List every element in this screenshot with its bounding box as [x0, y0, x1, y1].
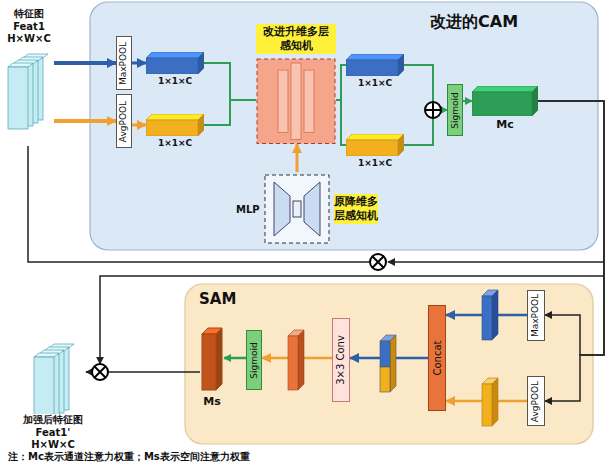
cam-panel: 改进的CAM MaxPOOL AvgPOOL 1×1×C 1×1×C 改进升维多层感知机 M…: [90, 2, 598, 250]
connector: [404, 110, 447, 145]
connector: [132, 62, 146, 65]
connector: [336, 100, 346, 145]
conv-slab: [288, 330, 304, 390]
connector: [538, 101, 604, 355]
channel-vector: 1×1×C: [146, 114, 204, 154]
mlp-drawing: [264, 174, 330, 244]
connector: [404, 65, 447, 110]
connector: [296, 144, 299, 172]
conv-box: 3×3 Conv: [332, 318, 350, 402]
dimension-label: 1×1×C: [346, 158, 404, 168]
block-drawing: [146, 114, 204, 136]
mlp-drawing: [256, 58, 336, 145]
weight-label: Ms: [200, 395, 224, 408]
output-feature-map: 加强后特征图 Feat1' H×W×C: [20, 342, 86, 450]
pool-box: AvgPOOL: [116, 94, 132, 148]
channel-weight: Mc: [472, 86, 538, 132]
channel-vector: 1×1×C: [346, 54, 404, 94]
connector: [336, 65, 346, 100]
panel-title: 改进的CAM: [430, 12, 518, 33]
sigmoid-box: Sigmoid: [447, 84, 463, 136]
concat-box: Concat: [428, 305, 446, 411]
box-label: Sigmoid: [250, 342, 259, 378]
panel-ground: [185, 284, 593, 444]
dimension-label: Mc: [472, 118, 538, 131]
weight-wire: [388, 261, 604, 263]
sigmoid-box: Sigmoid: [246, 330, 262, 390]
multiply-symbol: [370, 254, 386, 270]
panel-ground: [90, 2, 598, 250]
slab-drawing: [200, 326, 224, 392]
box-label: MaxPOOL: [120, 41, 129, 84]
block-drawing: [472, 86, 538, 116]
feature-wire: [28, 146, 370, 262]
connector: [463, 100, 472, 102]
connector: [538, 101, 604, 401]
connector: [224, 357, 246, 360]
connector: [54, 119, 116, 123]
box-label: AvgPOOL: [532, 380, 541, 421]
pool-box: AvgPOOL: [527, 376, 545, 426]
channel-vector: 1×1×C: [346, 134, 404, 174]
pool-box: MaxPOOL: [527, 290, 545, 341]
concat-slab: [380, 335, 396, 392]
refined-wire: [100, 276, 604, 364]
note-text: 注：Mc表示通道注意力权重；Ms表示空间注意力权重: [8, 450, 250, 464]
channel-vector: 1×1×C: [146, 52, 204, 92]
dimension-label: 1×1×C: [146, 138, 204, 148]
multiply-symbol: [92, 364, 108, 380]
feature-map-label: 加强后特征图 Feat1' H×W×C: [20, 414, 86, 452]
connector: [204, 63, 256, 100]
box-label: Concat: [432, 341, 442, 376]
connector: [132, 124, 146, 127]
box-label: 3×3 Conv: [336, 335, 346, 385]
original-mlp: MLP 原降维多层感知机: [236, 172, 382, 246]
box-label: MaxPOOL: [532, 294, 541, 337]
pool-box: MaxPOOL: [116, 36, 132, 90]
callout-label: 原降维多层感知机: [334, 194, 378, 224]
dimension-label: 1×1×C: [146, 76, 204, 86]
feature-map-label: 特征图 Feat1 H×W×C: [4, 8, 54, 46]
block-drawing: [346, 134, 404, 156]
spatial-weight: Ms: [200, 326, 224, 414]
box-label: AvgPOOL: [120, 100, 129, 141]
improved-mlp: 改进升维多层感知机: [256, 24, 336, 144]
feature-slab: [482, 378, 498, 426]
panel-title: SAM: [199, 290, 236, 308]
add-symbol: [425, 102, 441, 118]
feature-map-icon: [30, 342, 96, 414]
feature-map-icon: [4, 52, 54, 132]
mlp-label: MLP: [236, 204, 262, 215]
feature-slab: [482, 290, 498, 340]
box-label: Sigmoid: [451, 92, 460, 128]
callout-label: 改进升维多层感知机: [256, 24, 336, 54]
block-drawing: [346, 54, 404, 76]
input-feature-map: 特征图 Feat1 H×W×C: [4, 8, 54, 146]
sam-panel: SAM MaxPOOL AvgPOOL Concat 3×3 Conv SigmoidMs: [185, 284, 593, 444]
connector: [54, 61, 116, 65]
dimension-label: 1×1×C: [346, 78, 404, 88]
connector: [204, 100, 256, 125]
block-drawing: [146, 52, 204, 74]
